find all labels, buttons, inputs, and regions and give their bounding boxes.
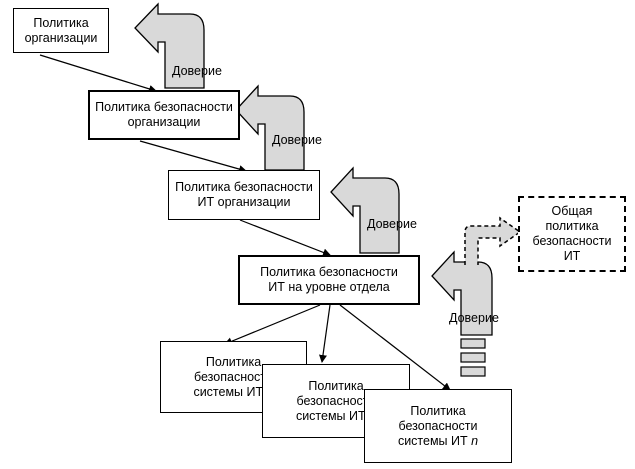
hierarchy-arrow-2 [139,140,247,173]
trust-label-2: Доверие [272,133,322,147]
trust-label-3: Доверие [367,217,417,231]
trust-arrow-2 [235,84,305,171]
node-text: системы ИТ 2 [295,408,377,423]
node-text: системы ИТ n [397,433,479,448]
node-text: безопасности [193,369,274,384]
node-text: Политика [308,378,364,393]
hierarchy-arrow-1 [39,54,157,93]
node-text: безопасности [532,234,612,248]
node-text: безопасности [398,418,478,433]
trust-arrow-3 [330,166,400,254]
hierarchy-arrow-4a [224,304,321,346]
node-text: организации [24,30,98,45]
node-text: политика [545,219,599,233]
node-text: Политика безопасности [95,100,233,114]
node-text: ИТ организации [197,195,291,209]
node-text: Политика [33,15,89,30]
hierarchy-arrow-4c [339,304,451,391]
node-text: организации [127,115,201,129]
hierarchy-arrow-3 [239,219,331,257]
hierarchy-arrow-4b [319,304,331,363]
node-text: Политика безопасности [260,265,398,279]
trust-arrow-4-segment [460,338,486,349]
trust-label-1: Доверие [172,64,222,78]
trust-arrow-4-segment [460,352,486,363]
trust-label-4: Доверие [449,311,499,325]
node-text: безопасности [296,393,376,408]
node-text: Политика [410,403,466,418]
general-policy-dashed-arrow [464,216,522,265]
node-text: системы ИТ 1 [193,384,274,399]
node-text: ИТ на уровне отдела [268,280,390,294]
trust-arrow-4 [431,250,493,336]
node-text: ИТ [563,249,581,263]
trust-arrow-1 [134,2,205,89]
trust-arrow-4-segment [460,366,486,377]
node-text: Политика безопасности [175,180,313,194]
node-text: Политика [205,354,262,369]
node-text: Общая [551,204,593,218]
